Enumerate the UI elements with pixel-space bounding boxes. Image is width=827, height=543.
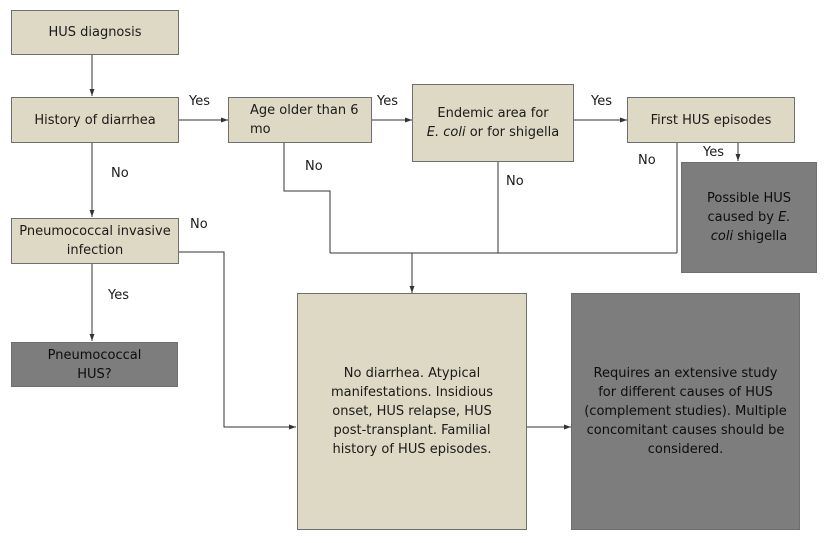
edge-pneumo-no (178, 251, 296, 430)
label-no-first: No (638, 153, 656, 168)
atypical-manifestations-box: No diarrhea. Atypical manifestations. In… (297, 293, 527, 530)
age-older-line2: mo (250, 122, 271, 137)
endemic-line2: E. coli or for shigella (427, 123, 559, 142)
endemic-ecoli: E. coli (426, 125, 466, 140)
endemic-area-box: Endemic area for E. coli or for shigella (412, 84, 574, 162)
atypical-line3: onset, HUS relapse, HUS (332, 404, 492, 419)
label-no-endemic: No (506, 174, 524, 189)
endemic-line1: Endemic area for (437, 106, 549, 121)
pneumo-hus-line2: HUS? (77, 366, 112, 382)
possible-coli: coli (710, 229, 734, 244)
possible-line3-rest: shigella (733, 229, 788, 244)
possible-line2-text: caused by (707, 210, 779, 225)
history-diarrhea-text: History of diarrhea (34, 112, 156, 128)
atypical-line4: post-transplant. Familial (333, 423, 491, 438)
possible-e: E. (778, 210, 791, 225)
pneumo-infection-line1: Pneumococcal invasive (19, 224, 171, 239)
label-yes-endemic-first: Yes (591, 94, 612, 109)
label-yes-history-age: Yes (189, 94, 210, 109)
atypical-line1: No diarrhea. Atypical (343, 366, 481, 381)
age-older-line1: Age older than 6 (250, 103, 359, 118)
atypical-line2: manifestations. Insidious (330, 385, 494, 400)
extensive-line3: (complement studies). Multiple (584, 404, 787, 419)
possible-line3: coli shigella (707, 227, 791, 246)
label-no-history: No (111, 166, 129, 181)
atypical-line5: history of HUS episodes. (332, 442, 492, 457)
label-no-age: No (305, 159, 323, 174)
hus-diagnosis-text: HUS diagnosis (48, 25, 142, 40)
extensive-line5: considered. (647, 442, 724, 457)
extensive-line2: for different causes of HUS (598, 385, 773, 400)
possible-hus-box: Possible HUS caused by E. coli shigella (681, 162, 817, 273)
extensive-line1: Requires an extensive study (593, 366, 778, 381)
label-no-pneumo: No (190, 217, 208, 232)
possible-line1: Possible HUS (706, 191, 792, 206)
first-hus-box: First HUS episodes (627, 97, 795, 143)
first-hus-text: First HUS episodes (650, 112, 772, 128)
pneumococcal-hus-box: Pneumococcal HUS? (11, 342, 178, 387)
endemic-line2-rest: or for shigella (465, 125, 560, 140)
history-diarrhea-box: History of diarrhea (11, 97, 179, 143)
pneumo-hus-line1: Pneumococcal (47, 347, 142, 363)
pneumococcal-infection-box: Pneumococcal invasive infection (11, 218, 179, 264)
label-yes-age-endemic: Yes (377, 94, 398, 109)
possible-line2: caused by E. (707, 208, 791, 227)
pneumo-infection-line2: infection (66, 243, 124, 258)
label-yes-pneumo: Yes (108, 288, 129, 303)
hus-diagnosis-box: HUS diagnosis (11, 10, 179, 55)
age-older-box: Age older than 6 mo (228, 97, 372, 143)
extensive-line4: concomitant causes should be (586, 423, 785, 438)
label-yes-first-possible: Yes (703, 145, 724, 160)
extensive-study-box: Requires an extensive study for differen… (571, 293, 800, 530)
